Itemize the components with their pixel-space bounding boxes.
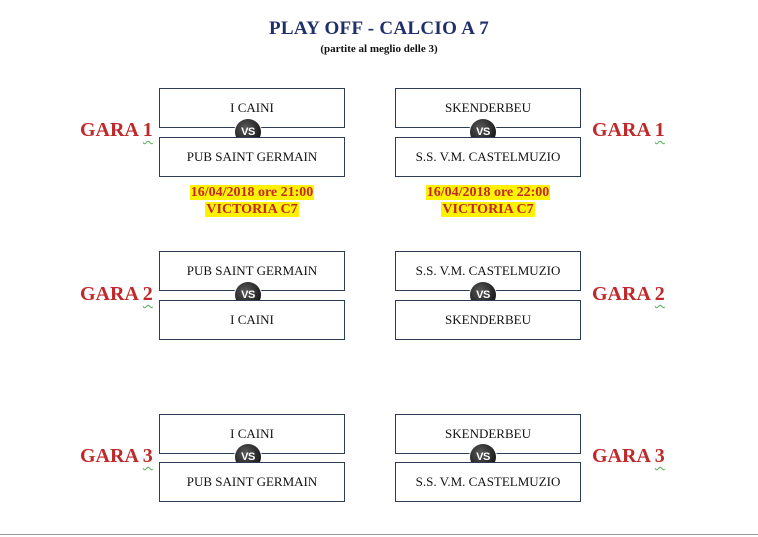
match-venue: VICTORIA C7 [205,202,299,217]
gara-word: GARA [592,283,650,305]
match-home-team: S.S. V.M. CASTELMUZIO [395,251,581,291]
match-date: 16/04/2018 ore 21:00 [189,185,315,200]
match-info-left: 16/04/2018 ore 21:00 VICTORIA C7 [159,184,345,218]
gara-word: GARA [80,283,138,305]
gara-number: 2 [142,283,153,305]
match-date: 16/04/2018 ore 22:00 [425,185,551,200]
page-title: PLAY OFF - CALCIO A 7 [268,18,490,39]
gara-label-right: GARA 2 [592,283,682,306]
page-subtitle: (partite al meglio delle 3) [320,43,438,55]
match-away-team: SKENDERBEU [395,300,581,340]
match-away-team: S.S. V.M. CASTELMUZIO [395,462,581,502]
match-away-team: PUB SAINT GERMAIN [159,462,345,502]
gara-number: 3 [142,445,153,467]
match-info-right: 16/04/2018 ore 22:00 VICTORIA C7 [395,184,581,218]
match-away-team: I CAINI [159,300,345,340]
match-away-team: S.S. V.M. CASTELMUZIO [395,137,581,177]
gara-word: GARA [592,445,650,467]
gara-label-right: GARA 1 [592,119,682,142]
gara-number: 1 [142,119,153,141]
match-home-team: SKENDERBEU [395,414,581,454]
match-venue: VICTORIA C7 [441,202,535,217]
gara-label-left: GARA 1 [80,119,170,142]
gara-label-left: GARA 3 [80,445,170,468]
gara-word: GARA [80,119,138,141]
bottom-divider [0,534,758,535]
gara-number: 2 [654,283,665,305]
gara-word: GARA [592,119,650,141]
gara-label-left: GARA 2 [80,283,170,306]
gara-label-right: GARA 3 [592,445,682,468]
gara-number: 1 [654,119,665,141]
gara-number: 3 [654,445,665,467]
gara-word: GARA [80,445,138,467]
match-away-team: PUB SAINT GERMAIN [159,137,345,177]
